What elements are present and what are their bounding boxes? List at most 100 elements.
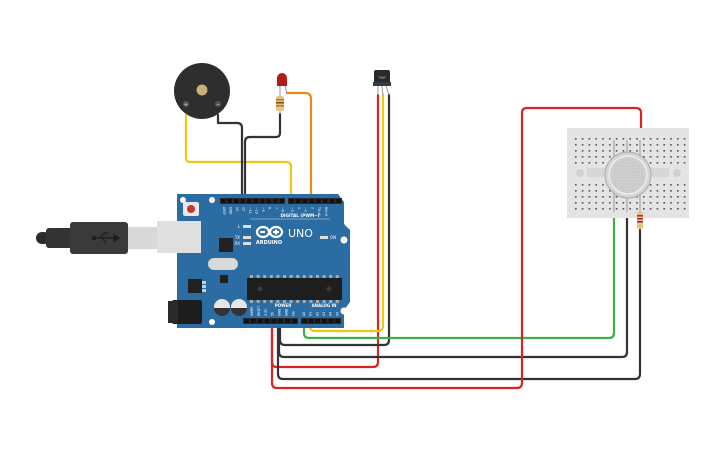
breadboard-hole[interactable] [602, 156, 604, 158]
breadboard-hole[interactable] [663, 184, 665, 186]
header-socket[interactable] [336, 199, 341, 203]
breadboard-hole[interactable] [615, 202, 618, 204]
breadboard-hole[interactable] [575, 184, 577, 186]
breadboard-hole[interactable] [683, 202, 686, 204]
breadboard-hole[interactable] [677, 162, 679, 164]
breadboard-hole[interactable] [595, 184, 597, 186]
breadboard-hole[interactable] [575, 138, 577, 140]
header-socket[interactable] [328, 319, 334, 323]
header-socket[interactable] [302, 319, 307, 323]
red-led[interactable] [277, 73, 287, 86]
breadboard-hole[interactable] [677, 208, 679, 210]
breadboard-hole[interactable] [663, 196, 665, 198]
breadboard-hole[interactable] [602, 162, 604, 164]
breadboard-hole[interactable] [609, 150, 611, 152]
breadboard-hole[interactable] [595, 144, 597, 146]
breadboard-hole[interactable] [615, 150, 618, 152]
header-socket[interactable] [292, 319, 297, 323]
breadboard-hole[interactable] [575, 150, 577, 152]
breadboard-hole[interactable] [636, 150, 638, 152]
wire-tmp-out-to-a1[interactable] [308, 93, 385, 333]
breadboard-hole[interactable] [602, 150, 604, 152]
breadboard-hole[interactable] [656, 190, 659, 192]
breadboard-hole[interactable] [670, 208, 672, 210]
breadboard-hole[interactable] [649, 196, 652, 198]
breadboard-hole[interactable] [656, 162, 659, 164]
breadboard-hole[interactable] [622, 138, 625, 140]
breadboard-hole[interactable] [649, 190, 652, 192]
header-socket[interactable] [335, 319, 341, 323]
piezo-buzzer[interactable]: + − [174, 63, 230, 119]
breadboard-hole[interactable] [663, 208, 665, 210]
breadboard-hole[interactable] [629, 144, 631, 146]
gas-sensor[interactable] [604, 140, 652, 229]
header-socket[interactable] [253, 199, 259, 203]
header-socket[interactable] [295, 199, 301, 203]
wire-buzzer-plus-to-d7[interactable] [184, 113, 293, 203]
breadboard-hole[interactable] [656, 144, 659, 146]
tmp36-sensor[interactable]: TMP [373, 70, 391, 86]
breadboard-hole[interactable] [581, 190, 584, 192]
breadboard-hole[interactable] [575, 190, 577, 192]
breadboard-hole[interactable] [595, 138, 597, 140]
breadboard-hole[interactable] [595, 196, 597, 198]
breadboard-hole[interactable] [677, 150, 679, 152]
breadboard-hole[interactable] [581, 208, 584, 210]
breadboard-hole[interactable] [643, 138, 645, 140]
breadboard-hole[interactable] [670, 144, 672, 146]
breadboard-hole[interactable] [602, 184, 604, 186]
breadboard-hole[interactable] [575, 208, 577, 210]
breadboard-hole[interactable] [670, 190, 672, 192]
header-socket[interactable] [316, 199, 321, 203]
breadboard-hole[interactable] [670, 184, 672, 186]
breadboard-hole[interactable] [629, 150, 631, 152]
header-socket[interactable] [247, 199, 252, 203]
breadboard-hole[interactable] [677, 202, 679, 204]
wire-led-cathode-to-gnd[interactable] [243, 112, 282, 203]
breadboard-hole[interactable] [636, 138, 638, 140]
breadboard-hole[interactable] [588, 156, 591, 158]
breadboard-hole[interactable] [683, 144, 686, 146]
wire-buzzer-minus-to-gnd[interactable] [216, 113, 244, 203]
header-socket[interactable] [315, 319, 321, 323]
usb-cable[interactable] [36, 222, 158, 254]
header-socket[interactable] [289, 199, 294, 203]
header-socket[interactable] [271, 319, 277, 323]
breadboard-hole[interactable] [636, 208, 638, 210]
breadboard-hole[interactable] [683, 184, 686, 186]
breadboard-hole[interactable] [588, 208, 591, 210]
wire-gas-gnd-to-gnd[interactable] [277, 210, 629, 359]
header-socket[interactable] [266, 199, 272, 203]
reset-button-cap[interactable] [187, 205, 195, 213]
breadboard-hole[interactable] [595, 208, 597, 210]
breadboard-hole[interactable] [622, 144, 625, 146]
wire-gas-vcc-to-5v[interactable] [270, 106, 643, 390]
header-socket[interactable] [260, 199, 265, 203]
breadboard-hole[interactable] [683, 190, 686, 192]
header-socket[interactable] [322, 319, 327, 323]
breadboard-hole[interactable] [636, 202, 638, 204]
breadboard-hole[interactable] [609, 156, 611, 158]
breadboard-hole[interactable] [683, 162, 686, 164]
breadboard-hole[interactable] [629, 208, 631, 210]
breadboard-hole[interactable] [636, 144, 638, 146]
breadboard-hole[interactable] [683, 208, 686, 210]
header-socket[interactable] [221, 199, 226, 203]
header-socket[interactable] [273, 199, 278, 203]
breadboard-hole[interactable] [649, 184, 652, 186]
wire-gas-res-to-gnd[interactable] [276, 228, 642, 381]
breadboard-hole[interactable] [609, 144, 611, 146]
breadboard-hole[interactable] [656, 138, 659, 140]
wire-gas-out-to-a0[interactable] [302, 210, 616, 340]
breadboard-hole[interactable] [595, 150, 597, 152]
breadboard-hole[interactable] [643, 208, 645, 210]
breadboard-hole[interactable] [588, 190, 591, 192]
header-socket[interactable] [227, 199, 233, 203]
breadboard-hole[interactable] [670, 202, 672, 204]
breadboard-hole[interactable] [677, 138, 679, 140]
breadboard-hole[interactable] [649, 162, 652, 164]
breadboard-hole[interactable] [663, 138, 665, 140]
header-socket[interactable] [329, 199, 335, 203]
breadboard-hole[interactable] [656, 150, 659, 152]
breadboard-hole[interactable] [609, 208, 611, 210]
